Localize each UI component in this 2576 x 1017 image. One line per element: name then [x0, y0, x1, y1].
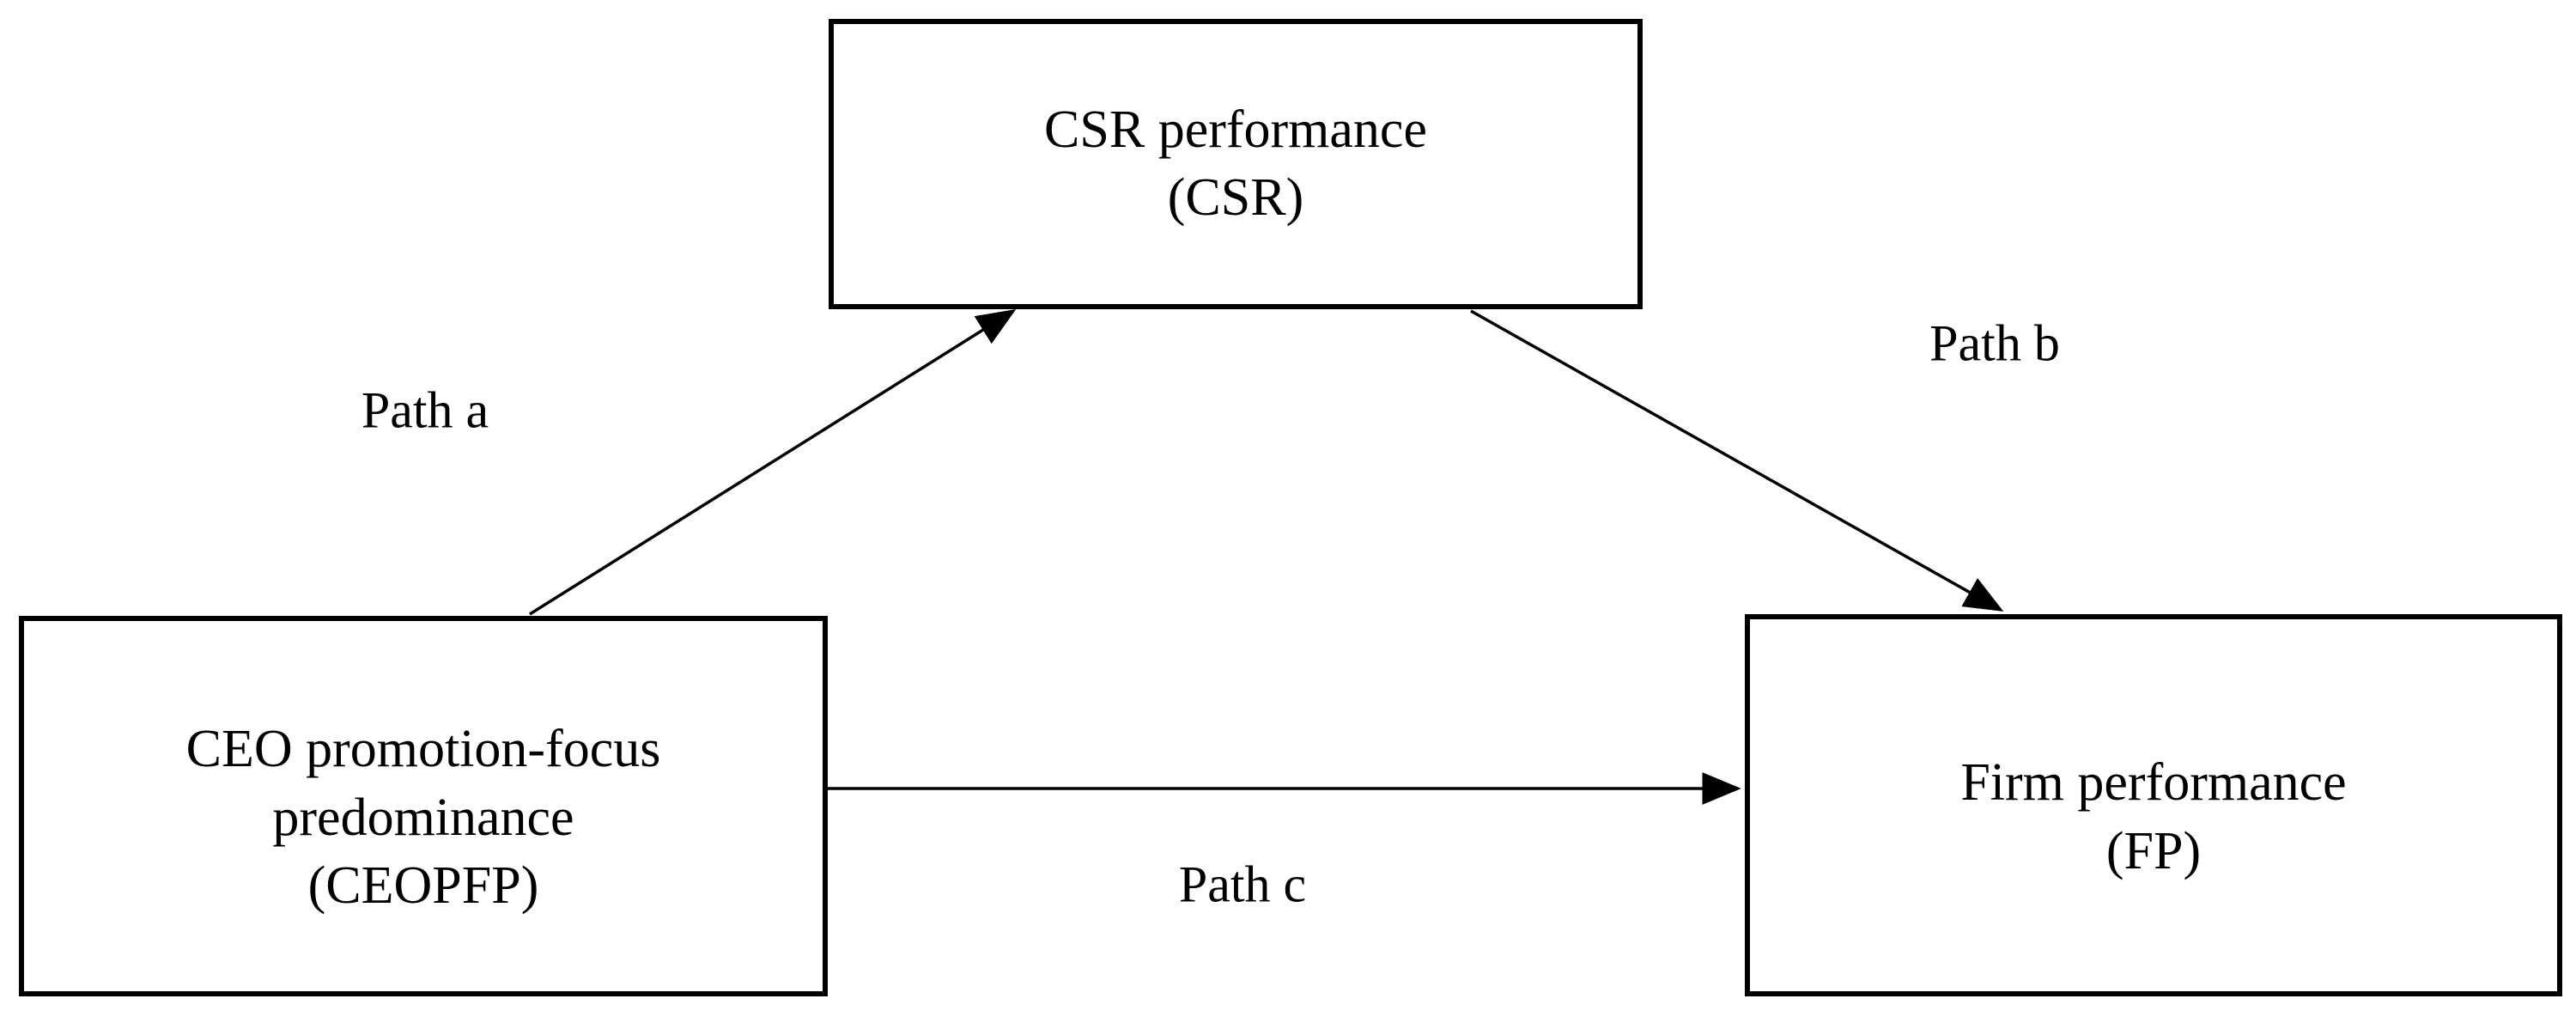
- path-a-label: Path a: [361, 381, 489, 439]
- node-ceopfp-line1: CEO promotion-focus: [185, 720, 661, 779]
- node-firm-performance: Firm performance (FP): [1745, 614, 2562, 996]
- node-ceopfp-line3: (CEOPFP): [307, 856, 539, 916]
- path-b-label: Path b: [1929, 314, 2060, 372]
- node-csr-performance: CSR performance (CSR): [829, 19, 1643, 309]
- node-csr-line1: CSR performance: [1044, 100, 1427, 159]
- path-c-label: Path c: [1178, 856, 1307, 913]
- node-ceopfp-line2: predominance: [272, 788, 574, 847]
- node-fp-line1: Firm performance: [1960, 753, 2347, 813]
- node-ceo-promotion-focus-predominance: CEO promotion-focus predominance (CEOPFP…: [19, 616, 828, 996]
- node-fp-line2: (FP): [2105, 821, 2202, 880]
- path-a-arrow: [529, 308, 1017, 616]
- path-b-arrow: [1470, 309, 2004, 612]
- node-csr-line2: (CSR): [1167, 168, 1304, 227]
